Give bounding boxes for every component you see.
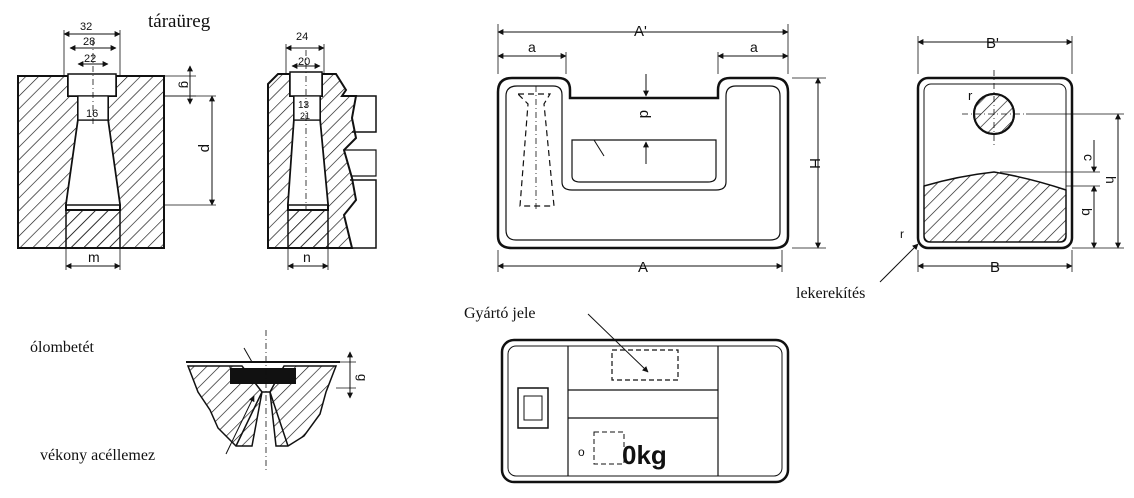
- thin-steel-plate-label: vékony acéllemez: [40, 447, 155, 464]
- dim-21: 21: [300, 111, 310, 121]
- lead-insert-detail: g: [186, 330, 370, 470]
- dim-24: 24: [296, 31, 308, 43]
- lead-insert-label: ólombetét: [30, 339, 95, 356]
- dim-h: h: [1103, 176, 1119, 184]
- manufacturer-mark-label: Gyártó jele: [464, 305, 536, 322]
- dim-A-prime: A': [634, 23, 647, 40]
- dim-22: 22: [84, 53, 96, 65]
- top-view-circle-mark: o: [578, 445, 585, 459]
- dim-c: c: [1081, 154, 1097, 161]
- dim-a-left: a: [528, 39, 536, 55]
- middle-cross-section: 24 20 13 21 n: [267, 31, 377, 270]
- dim-B-prime: B': [986, 35, 999, 52]
- dim-g-insert: g: [355, 374, 370, 381]
- dim-m: m: [88, 249, 100, 265]
- dim-n: n: [303, 249, 311, 265]
- tara-cavity-label: táraüreg: [148, 11, 211, 32]
- dim-20: 20: [298, 56, 310, 68]
- dim-b: b: [1079, 208, 1095, 216]
- dim-r-top: r: [968, 88, 973, 103]
- dim-13: 13: [298, 100, 310, 111]
- dim-a-right: a: [750, 39, 758, 55]
- dim-32: 32: [80, 21, 92, 33]
- front-view-outline: [496, 76, 790, 250]
- dim-p: p: [197, 144, 214, 152]
- dim-B: B: [990, 259, 1000, 276]
- left-cross-section: 32 28 22 16 g p m: [17, 21, 216, 270]
- dim-H: H: [806, 158, 823, 169]
- dim-d: d: [636, 110, 653, 118]
- front-view: A' a a d H A: [496, 23, 826, 276]
- dim-r-corner: r: [900, 227, 904, 241]
- dim-g-left: g: [178, 81, 193, 88]
- dim-28: 28: [83, 36, 95, 48]
- side-view: r B' c h b r B: [879, 35, 1124, 283]
- mass-label: 0kg: [622, 440, 667, 470]
- top-view: o 0kg: [500, 313, 790, 484]
- dim-A: A: [638, 259, 648, 276]
- rounding-label: lekerekítés: [796, 285, 865, 302]
- dim-16: 16: [86, 108, 98, 120]
- lead-plug: [230, 368, 296, 384]
